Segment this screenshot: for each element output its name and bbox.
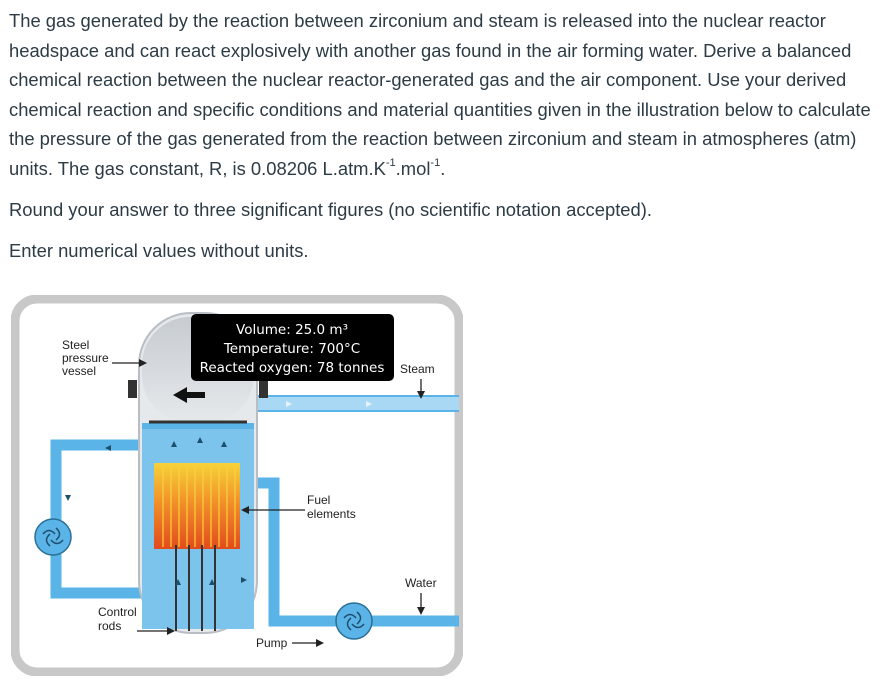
reactor-illustration: Volume: 25.0 m³ Temperature: 700°C React… [11,295,463,676]
question-paragraph: The gas generated by the reaction betwee… [9,10,871,179]
recirculation-pump-icon [34,518,72,556]
pump-label: Pump [256,636,288,650]
temperature-label: Temperature: 700°C [223,341,360,357]
volume-label: Volume: 25.0 m³ [236,322,348,338]
fuel-core [154,463,240,549]
fuel-label-line2: elements [307,507,356,521]
steel-label-line1: Steel [62,338,89,352]
rounding-instruction: Round your answer to three significant f… [9,198,652,220]
flow-arrows [65,437,247,585]
feedwater-pump-icon [335,602,373,640]
steam-label: Steam [400,362,435,376]
reacted-oxygen-label: Reacted oxygen: 78 tonnes [200,360,385,376]
steel-label-line3: vessel [62,364,96,378]
units-instruction: Enter numerical values without units. [9,239,309,261]
headspace-arrow-icon [173,387,205,403]
question-text: The gas generated by the reaction betwee… [9,6,889,262]
control-rods-label-line2: rods [98,619,121,633]
steam-pipe [247,396,459,411]
fuel-label-line1: Fuel [307,493,330,507]
conditions-info-box: Volume: 25.0 m³ Temperature: 700°C React… [191,314,394,381]
control-rods [175,545,216,631]
steel-label-line2: pressure [62,351,109,365]
water-label: Water [405,576,437,590]
control-rods-label-line1: Control [98,605,137,619]
